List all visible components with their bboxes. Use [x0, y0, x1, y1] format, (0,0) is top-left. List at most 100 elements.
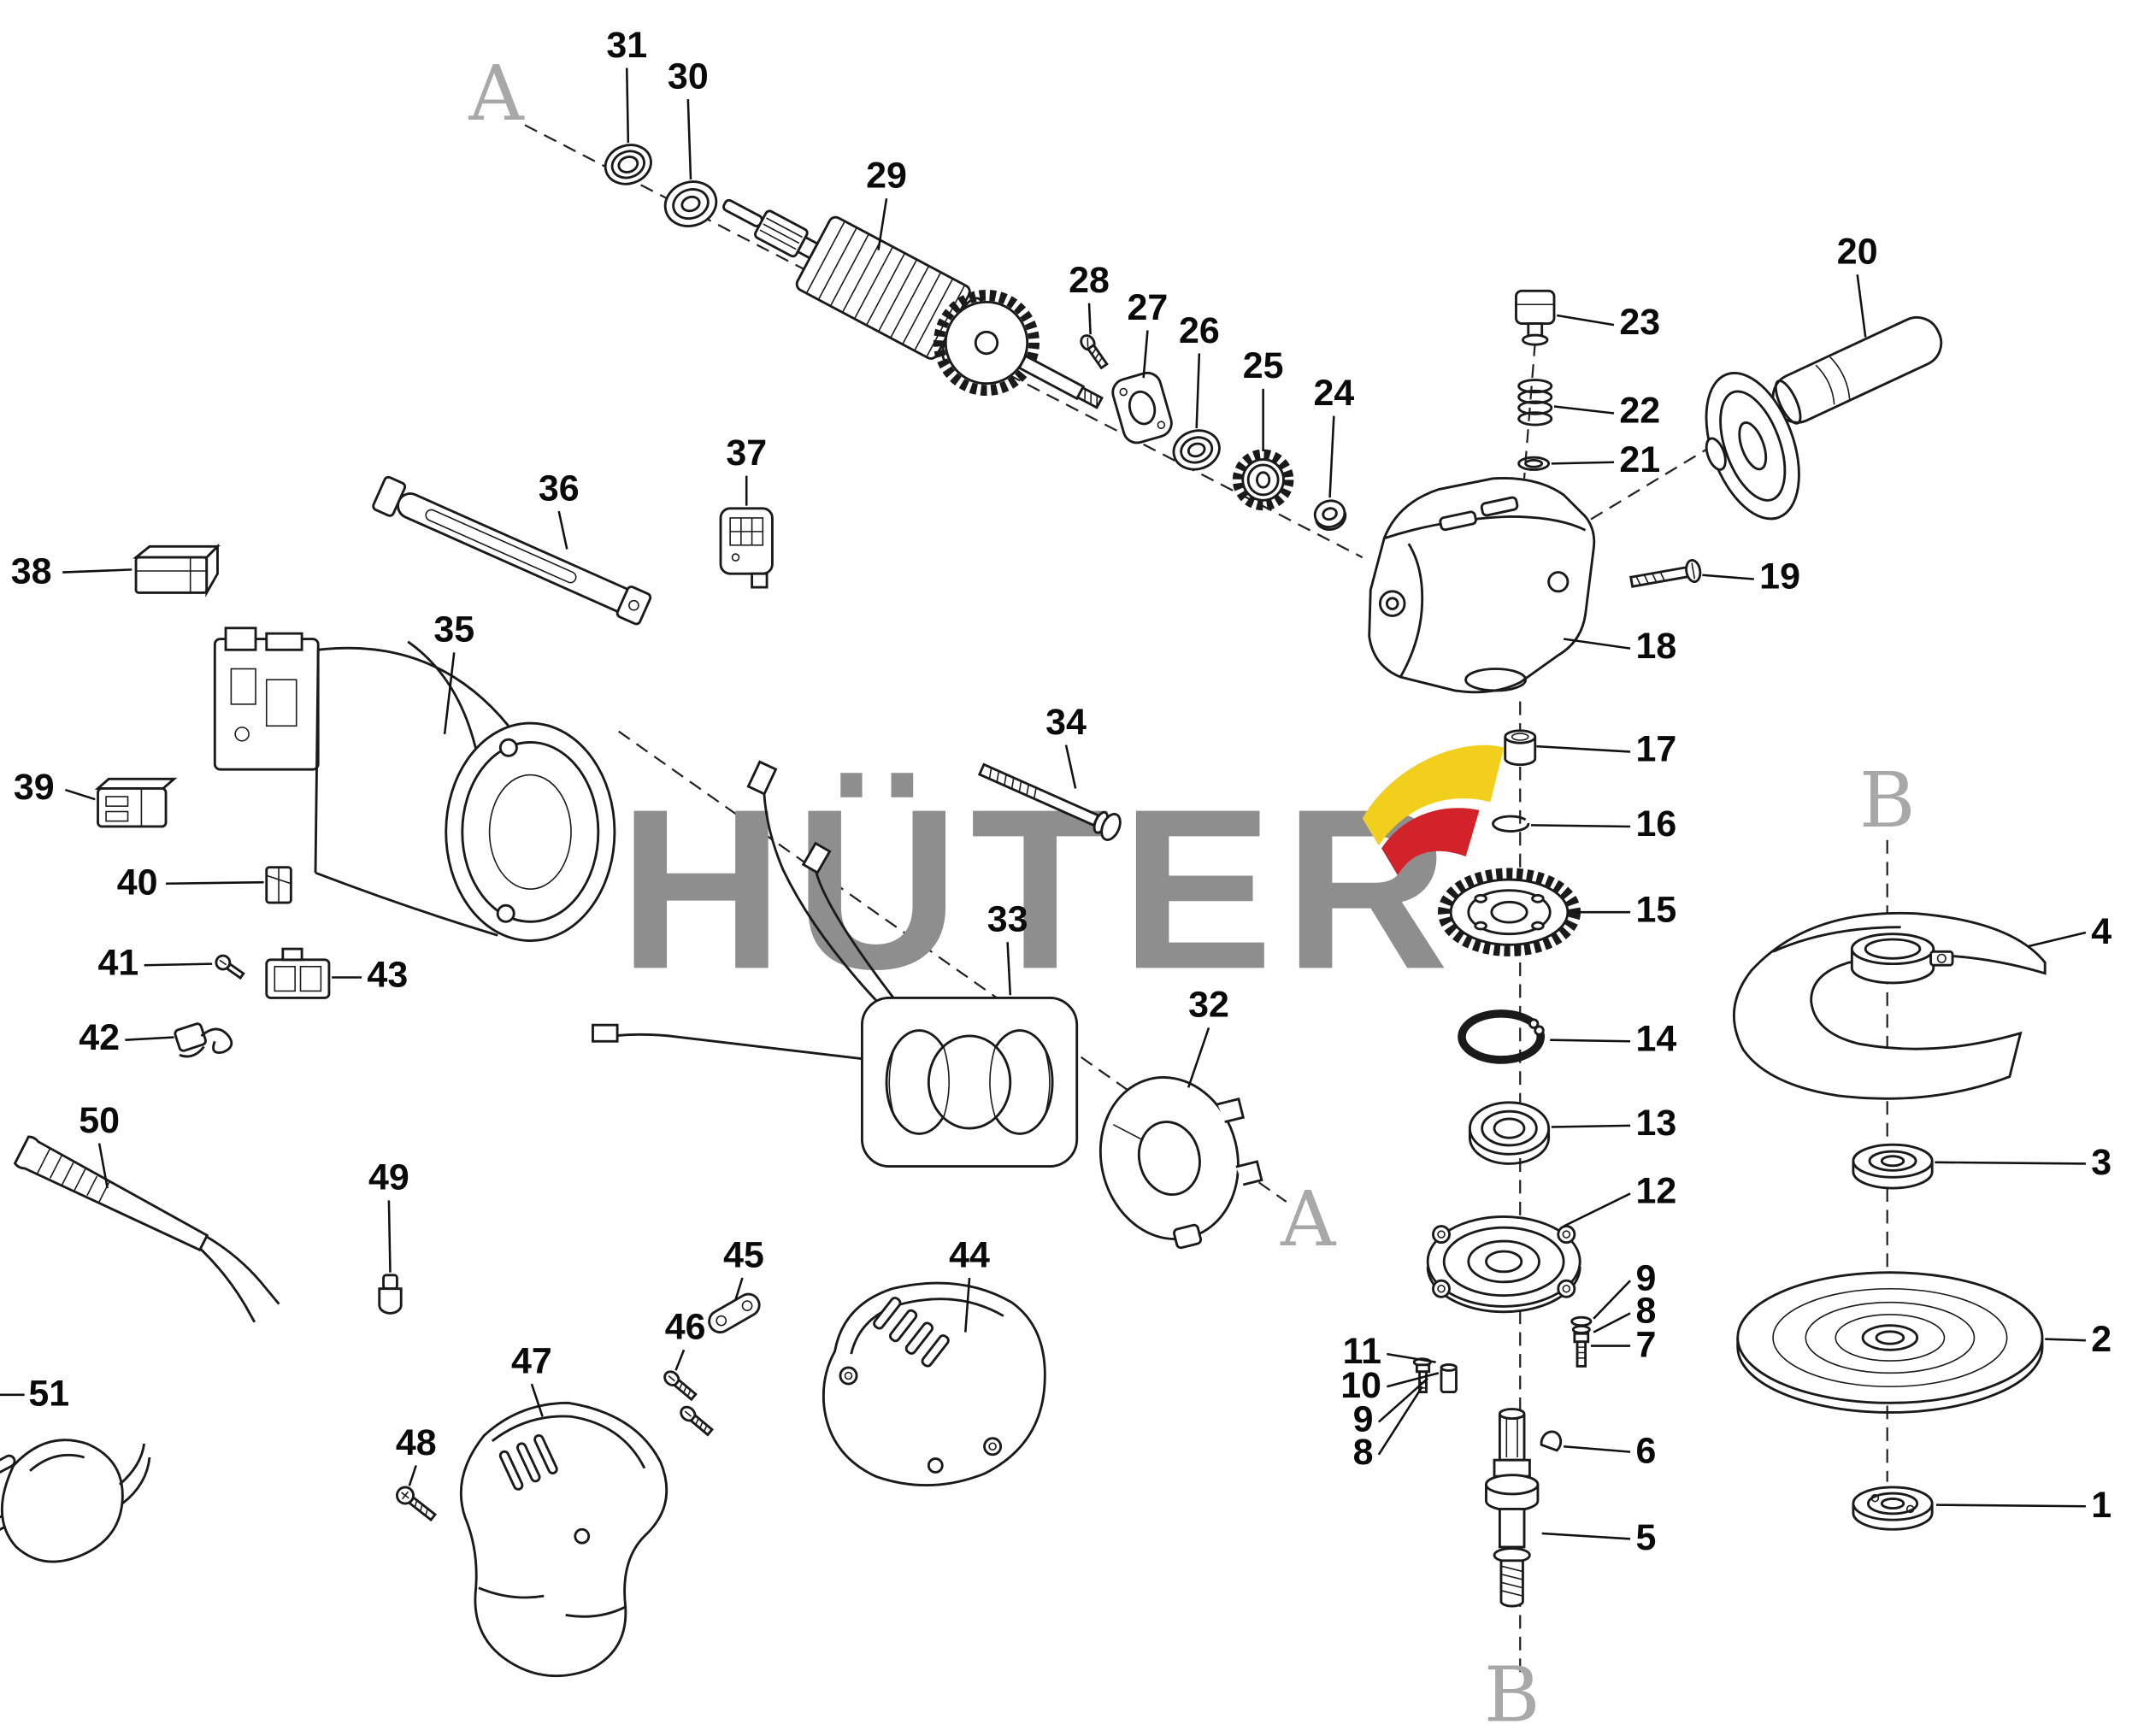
- part-number: 6: [1635, 1430, 1656, 1471]
- part-51-power-plug: [0, 1439, 151, 1563]
- label-25: 25: [1243, 345, 1284, 452]
- part-number: 17: [1635, 729, 1676, 770]
- part-14-snap-ring: [1458, 1009, 1545, 1064]
- label-50: 50: [79, 1100, 120, 1189]
- label-10: 10: [1340, 1365, 1440, 1406]
- label-1: 1: [1935, 1485, 2111, 1526]
- label-44: 44: [949, 1234, 990, 1333]
- part-47-handle-shell: [459, 1401, 668, 1678]
- part-2-grinding-disc: [1736, 1271, 2044, 1414]
- label-34: 34: [1045, 702, 1087, 789]
- label-8-right: 8: [1593, 1291, 1656, 1333]
- part-39-terminal-block: [94, 777, 178, 828]
- part-25-pinion-gear: [1232, 449, 1294, 511]
- part-number: 47: [511, 1340, 552, 1381]
- part-number: 44: [949, 1234, 990, 1275]
- part-30-bearing: [663, 180, 718, 227]
- part-number: 16: [1635, 803, 1676, 844]
- part-8-9-10-11-fastener-set: [1412, 1357, 1458, 1394]
- part-number: 26: [1179, 310, 1220, 351]
- part-number: 9: [1353, 1399, 1374, 1440]
- label-14: 14: [1550, 1018, 1676, 1059]
- part-19-screw: [1629, 558, 1702, 588]
- axis-bolt-stack: [1522, 342, 1536, 479]
- part-number: 41: [98, 942, 139, 983]
- axis-a-main: [524, 124, 1363, 559]
- label-22: 22: [1553, 391, 1660, 432]
- part-45-clamp-plate: [708, 1292, 761, 1334]
- label-16: 16: [1530, 803, 1676, 844]
- part-22-spring: [1517, 379, 1553, 427]
- part-34-bolt: [977, 762, 1122, 841]
- part-48-screw: [396, 1486, 438, 1522]
- watermark-text: HÜTER: [619, 761, 1460, 1016]
- brand-flag-yellow: [1362, 744, 1505, 846]
- part-38-module: [132, 543, 221, 597]
- part-49-grommet: [378, 1274, 403, 1315]
- label-12: 12: [1563, 1171, 1676, 1227]
- part-40-block: [265, 866, 292, 904]
- label-46: 46: [665, 1307, 706, 1371]
- label-32: 32: [1187, 985, 1229, 1088]
- label-31: 31: [606, 25, 647, 144]
- part-36-brush-bar: [372, 475, 652, 626]
- part-21-washer: [1517, 456, 1551, 471]
- label-41: 41: [98, 942, 213, 983]
- part-number: 28: [1069, 260, 1110, 301]
- label-7: 7: [1590, 1324, 1656, 1365]
- part-number: 14: [1635, 1018, 1676, 1059]
- part-number: 11: [1343, 1331, 1381, 1372]
- part-number: 23: [1619, 302, 1660, 343]
- part-24-nut: [1313, 499, 1347, 531]
- part-number: 27: [1128, 287, 1169, 328]
- part-number: 2: [2091, 1319, 2111, 1360]
- label-5: 5: [1541, 1517, 1656, 1558]
- part-number: 42: [79, 1017, 120, 1058]
- part-number: 32: [1188, 985, 1229, 1026]
- section-marker-b-top: B: [1859, 756, 1915, 845]
- part-number: 49: [368, 1157, 409, 1198]
- part-18-gear-housing: [1368, 477, 1596, 694]
- section-marker-a-mid: A: [1280, 1175, 1337, 1264]
- label-45: 45: [723, 1234, 764, 1300]
- part-number: 34: [1045, 702, 1087, 743]
- part-44-housing-shell: [822, 1281, 1046, 1486]
- part-number: 24: [1313, 373, 1354, 414]
- section-marker-a-top: A: [468, 50, 525, 138]
- brand-flag-red: [1381, 808, 1480, 876]
- part-35-motor-housing: [213, 627, 616, 943]
- label-43: 43: [332, 955, 408, 996]
- part-number: 30: [668, 56, 709, 97]
- label-2: 2: [2045, 1319, 2111, 1360]
- part-number: 51: [28, 1374, 69, 1415]
- part-number: 40: [117, 862, 158, 903]
- part-number: 8: [1353, 1432, 1374, 1473]
- part-27-bearing-plate: [1111, 371, 1173, 444]
- part-42-carbon-brush: [174, 1022, 233, 1058]
- part-number: 13: [1635, 1103, 1676, 1144]
- label-37: 37: [726, 433, 767, 506]
- label-51: 51: [0, 1374, 69, 1415]
- label-8-left: 8: [1353, 1386, 1423, 1473]
- label-15: 15: [1575, 889, 1676, 930]
- part-20-side-handle: [1705, 315, 1943, 521]
- label-13: 13: [1551, 1103, 1676, 1144]
- part-23-bolt: [1515, 289, 1556, 346]
- label-3: 3: [1935, 1142, 2111, 1183]
- label-33: 33: [987, 898, 1028, 996]
- part-number: 18: [1635, 626, 1676, 667]
- part-number: 25: [1243, 345, 1284, 386]
- label-36: 36: [539, 468, 580, 550]
- part-number: 3: [2091, 1142, 2111, 1183]
- label-30: 30: [668, 56, 709, 179]
- part-number: 31: [606, 25, 647, 66]
- part-number: 29: [866, 155, 907, 196]
- part-number: 46: [665, 1307, 706, 1348]
- part-number: 10: [1340, 1365, 1381, 1406]
- part-number: 15: [1635, 889, 1676, 930]
- part-43-brush-holder: [265, 947, 331, 999]
- part-number: 22: [1619, 391, 1660, 432]
- label-35: 35: [433, 609, 474, 734]
- part-number: 45: [723, 1234, 764, 1275]
